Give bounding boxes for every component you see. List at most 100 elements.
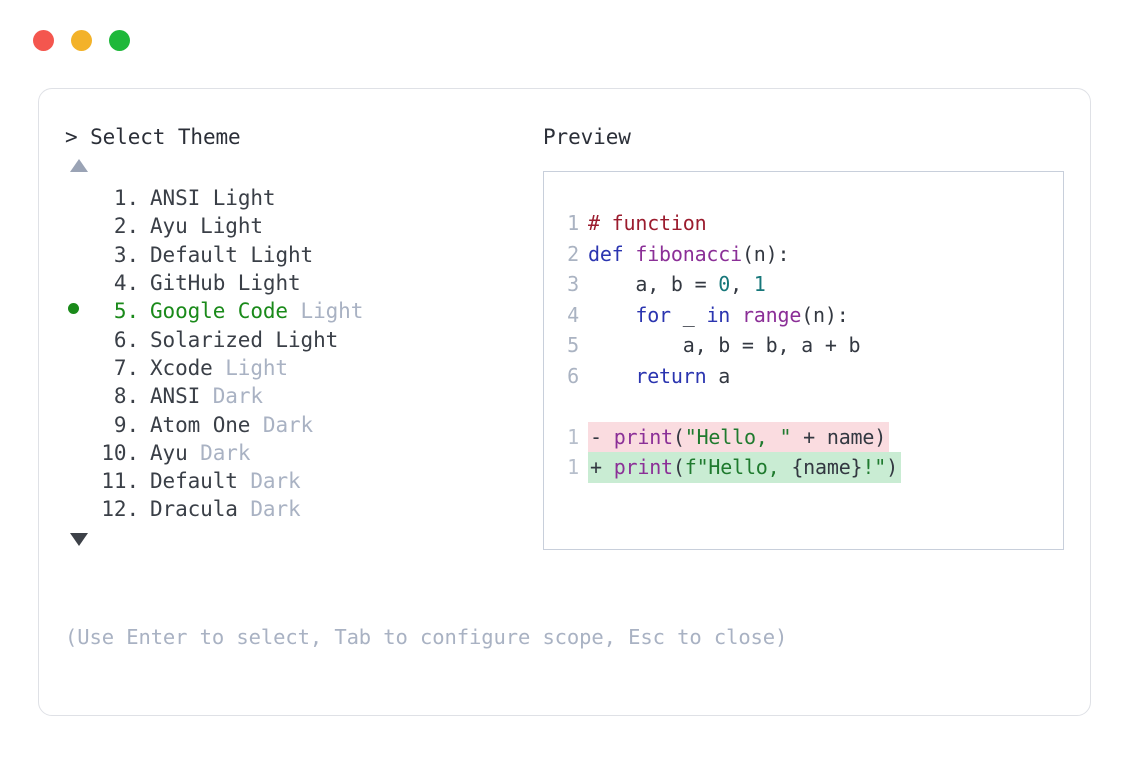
theme-item-number: 4. xyxy=(113,271,139,296)
code-token: {name} xyxy=(791,455,863,480)
code-token: for xyxy=(635,302,671,327)
theme-item-number: 9. xyxy=(113,412,139,437)
line-number: 4 xyxy=(567,302,579,327)
theme-list-item[interactable]: 11.Default Dark xyxy=(65,467,543,495)
code-token: # function xyxy=(588,211,707,236)
maximize-window-button[interactable] xyxy=(109,30,130,51)
theme-item-name: Default xyxy=(150,469,238,494)
diff-line-body: - print("Hello, " + name) xyxy=(588,421,890,453)
theme-item-number: 7. xyxy=(113,355,139,380)
code-token: ( xyxy=(672,455,685,480)
minimize-window-button[interactable] xyxy=(71,30,92,51)
code-line: 1 # function xyxy=(544,208,1063,239)
theme-item-name: Google Code xyxy=(150,299,288,324)
theme-item-name: ANSI xyxy=(150,384,201,409)
theme-list-item[interactable]: 2.Ayu Light xyxy=(65,212,543,240)
code-token: def xyxy=(588,241,636,266)
code-token xyxy=(730,303,742,327)
theme-list-item[interactable]: 10. Ayu Dark xyxy=(65,439,543,467)
diff-marker: + xyxy=(590,455,614,480)
code-block: 1 # function 2 def fibonacci (n): 3 a, b = 0,… xyxy=(544,208,1063,391)
line-number: 5 xyxy=(567,333,579,358)
code-token: , xyxy=(730,272,754,297)
code-token xyxy=(588,364,635,388)
diff-marker: - xyxy=(590,424,614,449)
close-window-button[interactable] xyxy=(33,30,54,51)
code-line: 4 for _ in range(n): xyxy=(544,300,1063,331)
diff-line-number: 1 xyxy=(567,424,579,449)
theme-item-variant: Dark xyxy=(200,384,263,409)
theme-list-item[interactable]: 7. Xcode Light xyxy=(65,354,543,382)
code-token: (n): xyxy=(801,302,849,327)
theme-list-item[interactable]: 9.Atom One Dark xyxy=(65,411,543,439)
code-token: + name) xyxy=(791,424,887,449)
theme-list-item[interactable]: 5.Google Code Light xyxy=(65,297,543,325)
code-token: !" xyxy=(862,455,887,480)
code-token: fibonacci xyxy=(635,241,742,266)
scroll-up-icon[interactable] xyxy=(70,159,88,173)
code-token: a, b = xyxy=(588,272,719,297)
theme-item-number: 8. xyxy=(113,384,139,409)
code-token: return xyxy=(635,363,707,388)
theme-list-item[interactable]: 1. ANSI Light xyxy=(65,184,543,212)
theme-list-item[interactable]: 12.Dracula Dark xyxy=(65,495,543,523)
theme-item-name: Xcode xyxy=(150,355,213,380)
theme-item-name: Solarized xyxy=(150,327,263,352)
selected-bullet-icon xyxy=(68,303,79,315)
theme-item-variant: Dark xyxy=(250,412,314,437)
diff-line-del: 1- print("Hello, " + name) xyxy=(544,421,1063,453)
line-number: 3 xyxy=(567,272,579,297)
diff-line-number: 1 xyxy=(567,455,579,480)
code-token: a xyxy=(706,363,731,388)
line-number: 1 xyxy=(567,211,579,236)
theme-list-item[interactable]: 8. ANSI Dark xyxy=(65,382,543,410)
theme-item-name: Ayu xyxy=(150,440,188,465)
code-token: a, b = b, a + b xyxy=(588,333,861,358)
code-line-text: return a xyxy=(588,361,730,392)
code-line-text: a, b = 0, 1 xyxy=(588,269,765,300)
diff-line-add: 1 + print(f"Hello, {name}!") xyxy=(544,452,1063,483)
theme-list-item[interactable]: 6.Solarized Light xyxy=(65,326,543,354)
scroll-down-icon[interactable] xyxy=(70,532,88,546)
line-number: 2 xyxy=(567,241,579,266)
theme-item-variant: Light xyxy=(187,214,263,239)
code-token: range xyxy=(741,302,802,327)
theme-item-name: Ayu xyxy=(150,214,188,239)
code-token: "Hello, " xyxy=(684,424,792,449)
code-token: in xyxy=(706,302,731,327)
theme-item-variant: Light xyxy=(237,242,314,267)
theme-item-name: ANSI xyxy=(150,186,201,211)
diff-block: 1- print("Hello, " + name)1+ print(f"Hel… xyxy=(544,421,1063,483)
code-token: 0 xyxy=(718,272,731,297)
theme-list-item[interactable]: 4.GitHub Light xyxy=(65,269,543,297)
theme-item-number: 10. xyxy=(101,440,139,465)
theme-list-item[interactable]: 3.Default Light xyxy=(65,241,543,269)
theme-item-name: Default xyxy=(150,242,238,267)
theme-item-variant: Light xyxy=(225,271,301,296)
window-titlebar xyxy=(33,30,130,51)
diff-line-body: + print(f"Hello, {name}!") xyxy=(588,452,901,483)
code-line-text: # function xyxy=(588,208,707,239)
theme-item-number: 1. xyxy=(113,186,139,211)
theme-item-variant: Light xyxy=(212,355,288,380)
theme-item-variant: Light xyxy=(287,299,364,324)
code-token: print xyxy=(613,424,673,449)
theme-item-number: 12. xyxy=(101,497,139,522)
line-number: 6 xyxy=(567,363,579,388)
theme-item-variant: Light xyxy=(200,186,276,211)
theme-item-number: 11. xyxy=(101,469,139,494)
theme-item-name: Dracula xyxy=(150,497,238,522)
theme-item-number: 6. xyxy=(113,327,139,352)
theme-item-variant: Dark xyxy=(187,440,251,465)
code-token: ( xyxy=(672,424,685,449)
code-token: ) xyxy=(886,455,898,480)
code-token: print xyxy=(613,455,673,480)
